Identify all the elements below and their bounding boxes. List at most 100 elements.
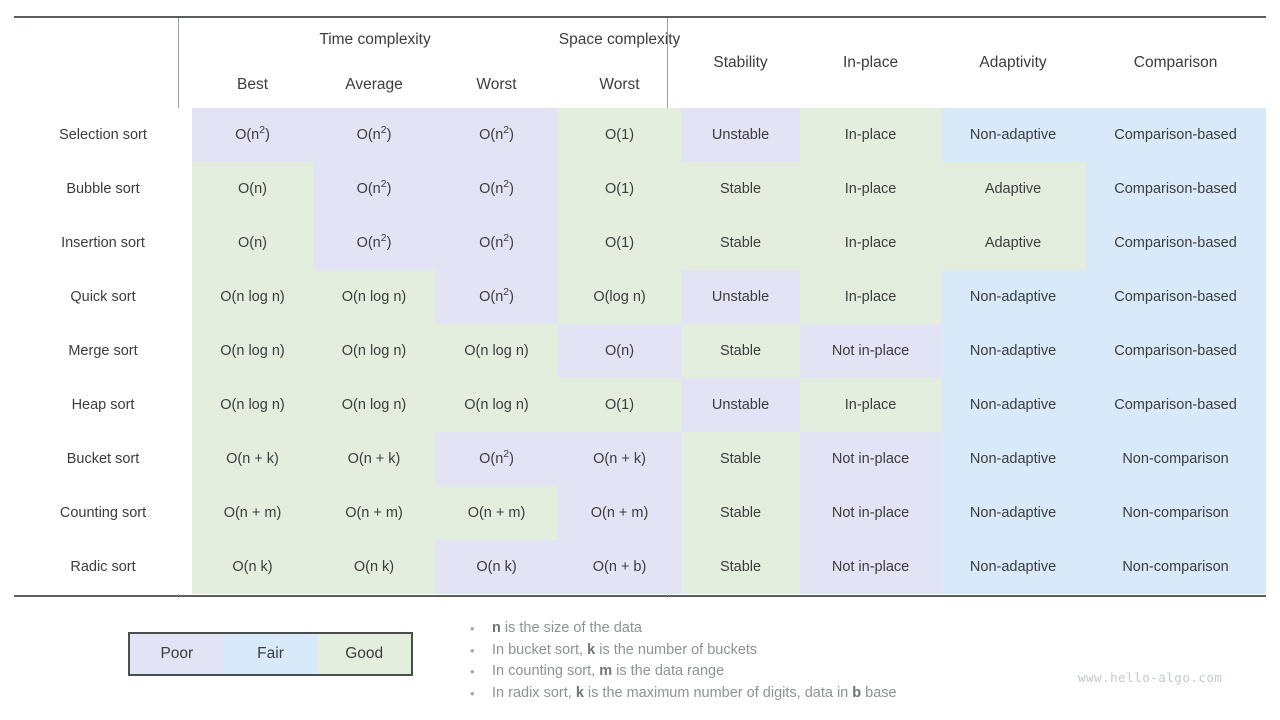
- bullet-icon: •: [470, 685, 475, 701]
- table-cell: Not in-place: [800, 540, 942, 594]
- site-watermark: www.hello-algo.com: [1078, 670, 1223, 685]
- footnote-text: In radix sort, k is the maximum number o…: [492, 684, 897, 701]
- table-cell: O(log n): [558, 270, 682, 324]
- table-cell: In-place: [800, 216, 942, 270]
- sub-header-time-best: Best: [236, 76, 268, 93]
- sub-header-blank: [14, 62, 192, 108]
- table-cell: Comparison-based: [1085, 162, 1267, 216]
- table-cell: Comparison-based: [1085, 216, 1267, 270]
- table-top-rule: [14, 16, 1266, 18]
- algorithm-name: Insertion sort: [14, 216, 192, 270]
- table-cell: Comparison-based: [1085, 324, 1267, 378]
- table-cell: O(n + m): [192, 486, 313, 540]
- table-cell: Stable: [681, 324, 801, 378]
- table-cell: In-place: [800, 378, 942, 432]
- comparison-table: Time complexity Space complexity Stabili…: [14, 18, 1267, 594]
- group-header-time-complexity: Time complexity: [319, 31, 431, 48]
- table-cell: O(n log n): [435, 324, 559, 378]
- sub-header-time-average: Average: [345, 76, 403, 93]
- table-bottom-rule: [14, 595, 1266, 597]
- table-cell: O(n k): [192, 540, 313, 594]
- sub-header-row: Best Average Worst Worst: [14, 62, 1266, 108]
- table-cell: Unstable: [681, 378, 801, 432]
- table-cell: Not in-place: [800, 486, 942, 540]
- table-cell: Unstable: [681, 108, 801, 162]
- table-cell: Stable: [681, 540, 801, 594]
- footnote-item: • In bucket sort, k is the number of buck…: [470, 640, 1070, 662]
- table-cell: O(n log n): [192, 324, 313, 378]
- table-cell: O(n + m): [313, 486, 435, 540]
- algorithm-name: Bubble sort: [14, 162, 192, 216]
- table-cell: O(n): [192, 216, 313, 270]
- table-cell: O(n2): [313, 162, 435, 216]
- table-cell: Non-comparison: [1085, 432, 1267, 486]
- table-cell: In-place: [800, 108, 942, 162]
- table-cell: O(1): [558, 162, 682, 216]
- bullet-icon: •: [470, 664, 475, 679]
- table-cell: Non-adaptive: [941, 486, 1086, 540]
- algorithm-name: Bucket sort: [14, 432, 192, 486]
- table-cell: Comparison-based: [1085, 108, 1267, 162]
- header-adaptivity: Adaptivity: [979, 54, 1047, 71]
- sub-header-time-worst: Worst: [476, 76, 517, 93]
- footnote-text: n is the size of the data: [492, 620, 642, 636]
- table-cell: Non-adaptive: [941, 540, 1086, 594]
- sub-header-space-worst: Worst: [599, 76, 640, 93]
- table-cell: Non-comparison: [1085, 486, 1267, 540]
- table-cell: O(1): [558, 108, 682, 162]
- table-cell: O(n2): [313, 216, 435, 270]
- table-cell: Non-adaptive: [941, 108, 1086, 162]
- table-cell: Comparison-based: [1085, 378, 1267, 432]
- table-cell: Non-adaptive: [941, 378, 1086, 432]
- table-cell: Non-adaptive: [941, 324, 1086, 378]
- table-cell: O(n + k): [558, 432, 682, 486]
- algorithm-name: Merge sort: [14, 324, 192, 378]
- table-cell: O(n + m): [558, 486, 682, 540]
- group-header-row: Time complexity Space complexity Stabili…: [14, 18, 1266, 71]
- table-cell: O(1): [558, 378, 682, 432]
- table-cell: O(n2): [435, 162, 559, 216]
- footnote-item: • In radix sort, k is the maximum number …: [470, 683, 1070, 705]
- table-cell: Comparison-based: [1085, 270, 1267, 324]
- table-cell: Non-adaptive: [941, 270, 1086, 324]
- table-cell: O(1): [558, 216, 682, 270]
- table-cell: In-place: [800, 270, 942, 324]
- legend-item-fair: Fair: [223, 634, 318, 674]
- table-cell: O(n log n): [435, 378, 559, 432]
- algorithm-name: Selection sort: [14, 108, 192, 162]
- table-cell: O(n2): [435, 432, 559, 486]
- group-header-blank: [14, 18, 192, 62]
- footnote-list: •n is the size of the data•In bucket sor…: [470, 618, 1070, 704]
- table-cell: O(n2): [435, 216, 559, 270]
- footnote-item: •n is the size of the data: [470, 618, 1070, 640]
- table-head: Time complexity Space complexity Stabili…: [14, 18, 1266, 108]
- footnote-item: • In counting sort, m is the data range: [470, 661, 1070, 683]
- footnote-text: In counting sort, m is the data range: [492, 663, 725, 679]
- table-cell: O(n2): [435, 270, 559, 324]
- table-cell: O(n2): [435, 108, 559, 162]
- bullet-icon: •: [470, 642, 475, 658]
- header-stability: Stability: [713, 54, 768, 71]
- table-cell: O(n): [558, 324, 682, 378]
- footnote-text: In bucket sort, k is the number of bucke…: [492, 641, 758, 658]
- legend-item-good: Good: [317, 634, 412, 674]
- table-cell: Stable: [681, 486, 801, 540]
- table-cell: O(n log n): [313, 270, 435, 324]
- table-cell: O(n + m): [435, 486, 559, 540]
- table-cell: Not in-place: [800, 432, 942, 486]
- table-cell: O(n + b): [558, 540, 682, 594]
- table-cell: O(n + k): [192, 432, 313, 486]
- table-cell: Stable: [681, 216, 801, 270]
- group-header-space-complexity: Space complexity: [558, 31, 681, 48]
- header-comparison: Comparison: [1133, 54, 1218, 71]
- algorithm-name: Heap sort: [14, 378, 192, 432]
